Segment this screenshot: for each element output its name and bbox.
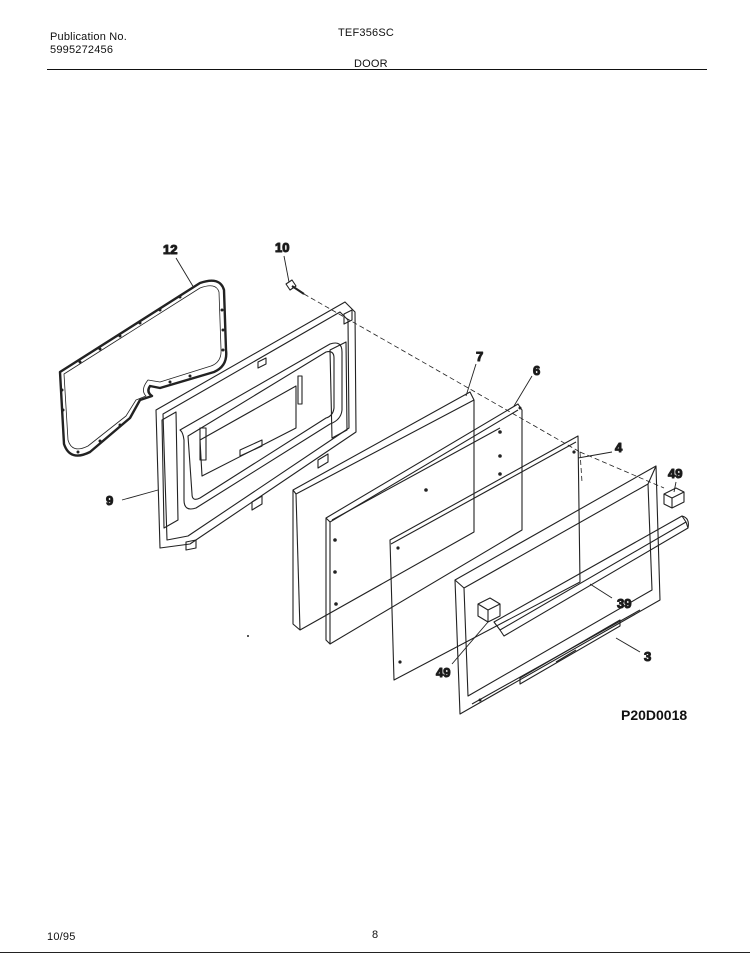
footer-date: 10/95 (47, 931, 76, 943)
header-rule (47, 69, 707, 70)
door-glass (389, 435, 581, 681)
callout-clip-top: 49 (668, 466, 682, 481)
door-handle (493, 515, 689, 637)
callout-glass: 4 (615, 440, 623, 455)
handle-clip-left (477, 597, 501, 623)
callout-handle: 39 (617, 596, 631, 611)
callout-inner-door: 9 (106, 493, 113, 508)
alignment-lines (303, 293, 665, 489)
callout-gasket: 12 (163, 242, 177, 257)
inner-door-liner (155, 301, 357, 551)
leader-lines (121, 255, 677, 665)
footer-rule (0, 952, 750, 953)
handle-clip-right (663, 487, 685, 509)
door-inner-panel (325, 403, 523, 645)
callout-panel: 6 (533, 363, 540, 378)
callout-screw: 10 (275, 240, 289, 255)
page-number: 8 (372, 929, 379, 941)
section-title: DOOR (354, 58, 388, 70)
model-number: TEF356SC (338, 27, 395, 39)
door-screw (285, 279, 305, 295)
callout-outer-frame: 3 (644, 649, 651, 664)
door-insulation (292, 391, 475, 631)
door-gasket (58, 279, 228, 457)
outer-door-frame (454, 465, 661, 715)
callout-insulation: 7 (476, 349, 483, 364)
callout-clip-bottom: 49 (436, 665, 450, 680)
publication-number: 5995272456 (50, 44, 114, 56)
publication-label: Publication No. (50, 31, 127, 43)
drawing-code: P20D0018 (621, 707, 688, 723)
